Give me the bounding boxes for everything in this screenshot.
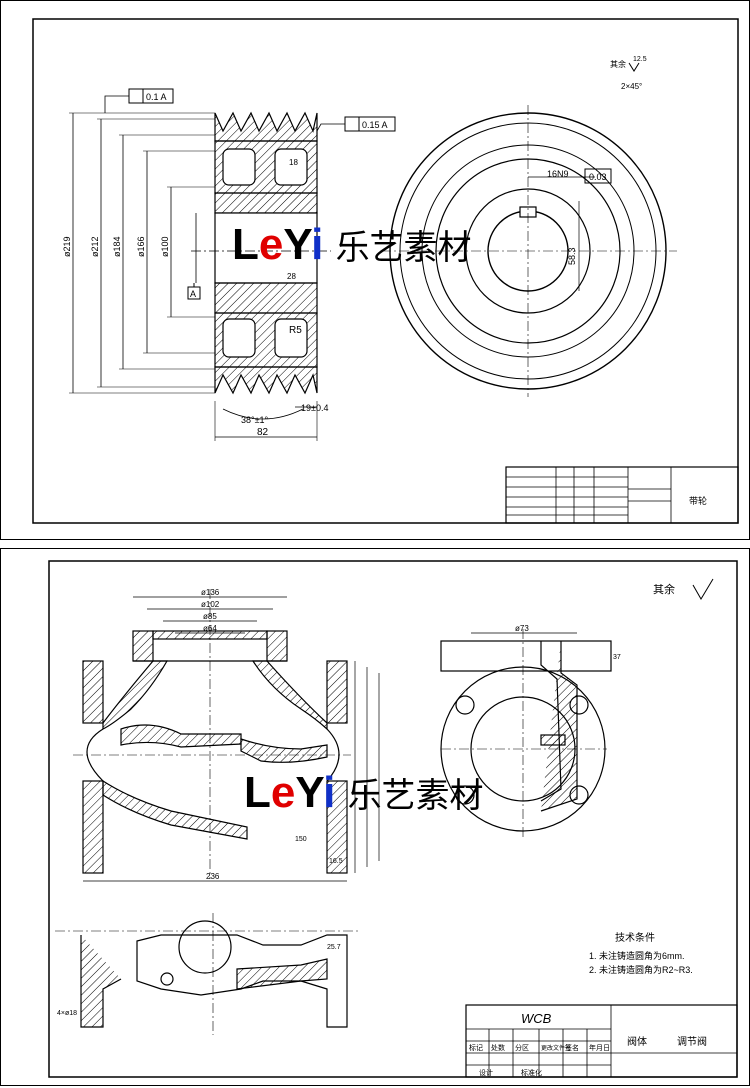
- tb-zone: 分区: [515, 1043, 529, 1052]
- inner-frame-2: [48, 560, 738, 1078]
- roughness-label-1: 其余: [610, 59, 626, 69]
- pulley-section-labels: ø219 ø212 ø184 ø166 ø100 82 38°±1° 19±0.…: [62, 92, 388, 438]
- dim-r5: R5: [289, 325, 302, 336]
- watermark-y: Y: [283, 220, 312, 269]
- watermark-2: LeYi 乐艺素材: [244, 768, 484, 818]
- tech-item-1: 1. 未注铸造圆角为6mm.: [589, 950, 685, 961]
- valve-side-view: [440, 629, 612, 839]
- valve-section-view: [73, 589, 380, 882]
- watermark-cn: 乐艺素材: [335, 228, 472, 268]
- material-label: WCB: [521, 1011, 552, 1026]
- dim-w236: 236: [206, 872, 220, 881]
- dim-4xd18: 4×ø18: [57, 1010, 77, 1017]
- watermark-1: LeYi 乐艺素材: [232, 220, 472, 270]
- dim-w150: 150: [295, 836, 307, 843]
- dim-width-82: 82: [257, 427, 269, 438]
- dim-d85: ø85: [203, 612, 217, 621]
- dim-d184: ø184: [112, 236, 122, 257]
- watermark-i: i: [311, 220, 324, 269]
- pulley-front-labels: 16N9 0.03 58.3 其余 12.5 2×45°: [547, 56, 647, 265]
- pulley-drawing: ø219 ø212 ø184 ø166 ø100 82 38°±1° 19±0.…: [32, 18, 739, 524]
- title-block-1: [505, 466, 739, 524]
- dim-d64: ø64: [203, 624, 217, 633]
- datum-a: A: [190, 289, 196, 299]
- title-name-2: 阀体: [627, 1035, 647, 1048]
- watermark-l-2: L: [244, 768, 271, 817]
- pulley-section-view: [69, 88, 396, 441]
- tb-date: 年月日: [589, 1043, 610, 1052]
- valve-partial-view: [55, 913, 361, 1035]
- title-sub-2: 调节阀: [677, 1035, 707, 1048]
- tb-mark: 标记: [469, 1043, 483, 1052]
- title-block-2: [465, 1004, 738, 1078]
- title-name-1: 带轮: [689, 495, 707, 506]
- watermark-cn-2: 乐艺素材: [347, 776, 484, 816]
- dim-groove-angle: 38°±1°: [241, 415, 269, 425]
- dim-d136: ø136: [201, 588, 220, 597]
- watermark-y-2: Y: [295, 768, 324, 817]
- valve-side-labels: ø73 37: [515, 624, 621, 661]
- dim-key-depth: 58.3: [567, 247, 577, 265]
- watermark-i-2: i: [323, 768, 336, 817]
- roughness-icon: [628, 62, 640, 72]
- dim-h25: 25.7: [327, 944, 341, 951]
- valve-section-labels: ø136 ø102 ø85 ø64 236 150 16.5 4×ø18 其余: [57, 578, 714, 1017]
- tolerance-c: 0.03: [589, 172, 607, 182]
- watermark-l: L: [232, 220, 259, 269]
- dim-18: 18: [289, 158, 298, 167]
- dim-h16: 16.5: [329, 858, 343, 865]
- watermark-e-2: e: [270, 768, 296, 817]
- technical-notes: 技术条件 1. 未注铸造圆角为6mm. 2. 未注铸造圆角为R2~R3.: [589, 931, 693, 975]
- tech-item-2: 2. 未注铸造圆角为R2~R3.: [589, 964, 693, 975]
- dim-h37: 37: [613, 654, 621, 661]
- chamfer-note: 2×45°: [621, 82, 642, 91]
- watermark-e: e: [258, 220, 284, 269]
- tb-change: 更改文件号: [541, 1044, 571, 1052]
- tech-title: 技术条件: [615, 931, 655, 944]
- valve-drawing: ø136 ø102 ø85 ø64 236 150 16.5 4×ø18 其余 …: [48, 560, 738, 1078]
- dim-d102: ø102: [201, 600, 220, 609]
- tolerance-b: 0.15 A: [362, 120, 388, 130]
- keyway-label: 16N9: [547, 169, 569, 179]
- inner-frame: [32, 18, 739, 524]
- drawing-sheet-pulley: ø219 ø212 ø184 ø166 ø100 82 38°±1° 19±0.…: [0, 0, 750, 540]
- roughness-label-2: 其余: [653, 582, 675, 596]
- pulley-front-view: [381, 105, 677, 397]
- dim-d73: ø73: [515, 624, 529, 633]
- roughness-icon-2: [692, 578, 714, 600]
- dim-d100: ø100: [160, 236, 170, 257]
- dim-groove-pitch: 19±0.4: [301, 403, 328, 413]
- dim-d219: ø219: [62, 236, 72, 257]
- roughness-value-1: 12.5: [633, 56, 647, 63]
- dim-d212: ø212: [90, 236, 100, 257]
- tb-count: 处数: [491, 1043, 505, 1052]
- tb-design: 设计: [479, 1068, 493, 1077]
- drawing-sheet-valve: ø136 ø102 ø85 ø64 236 150 16.5 4×ø18 其余 …: [0, 548, 750, 1086]
- tb-sign: 签名: [565, 1043, 579, 1052]
- dim-28: 28: [287, 272, 296, 281]
- tolerance-a: 0.1 A: [146, 92, 167, 102]
- dim-d166: ø166: [136, 236, 146, 257]
- tb-standard: 标准化: [521, 1068, 542, 1077]
